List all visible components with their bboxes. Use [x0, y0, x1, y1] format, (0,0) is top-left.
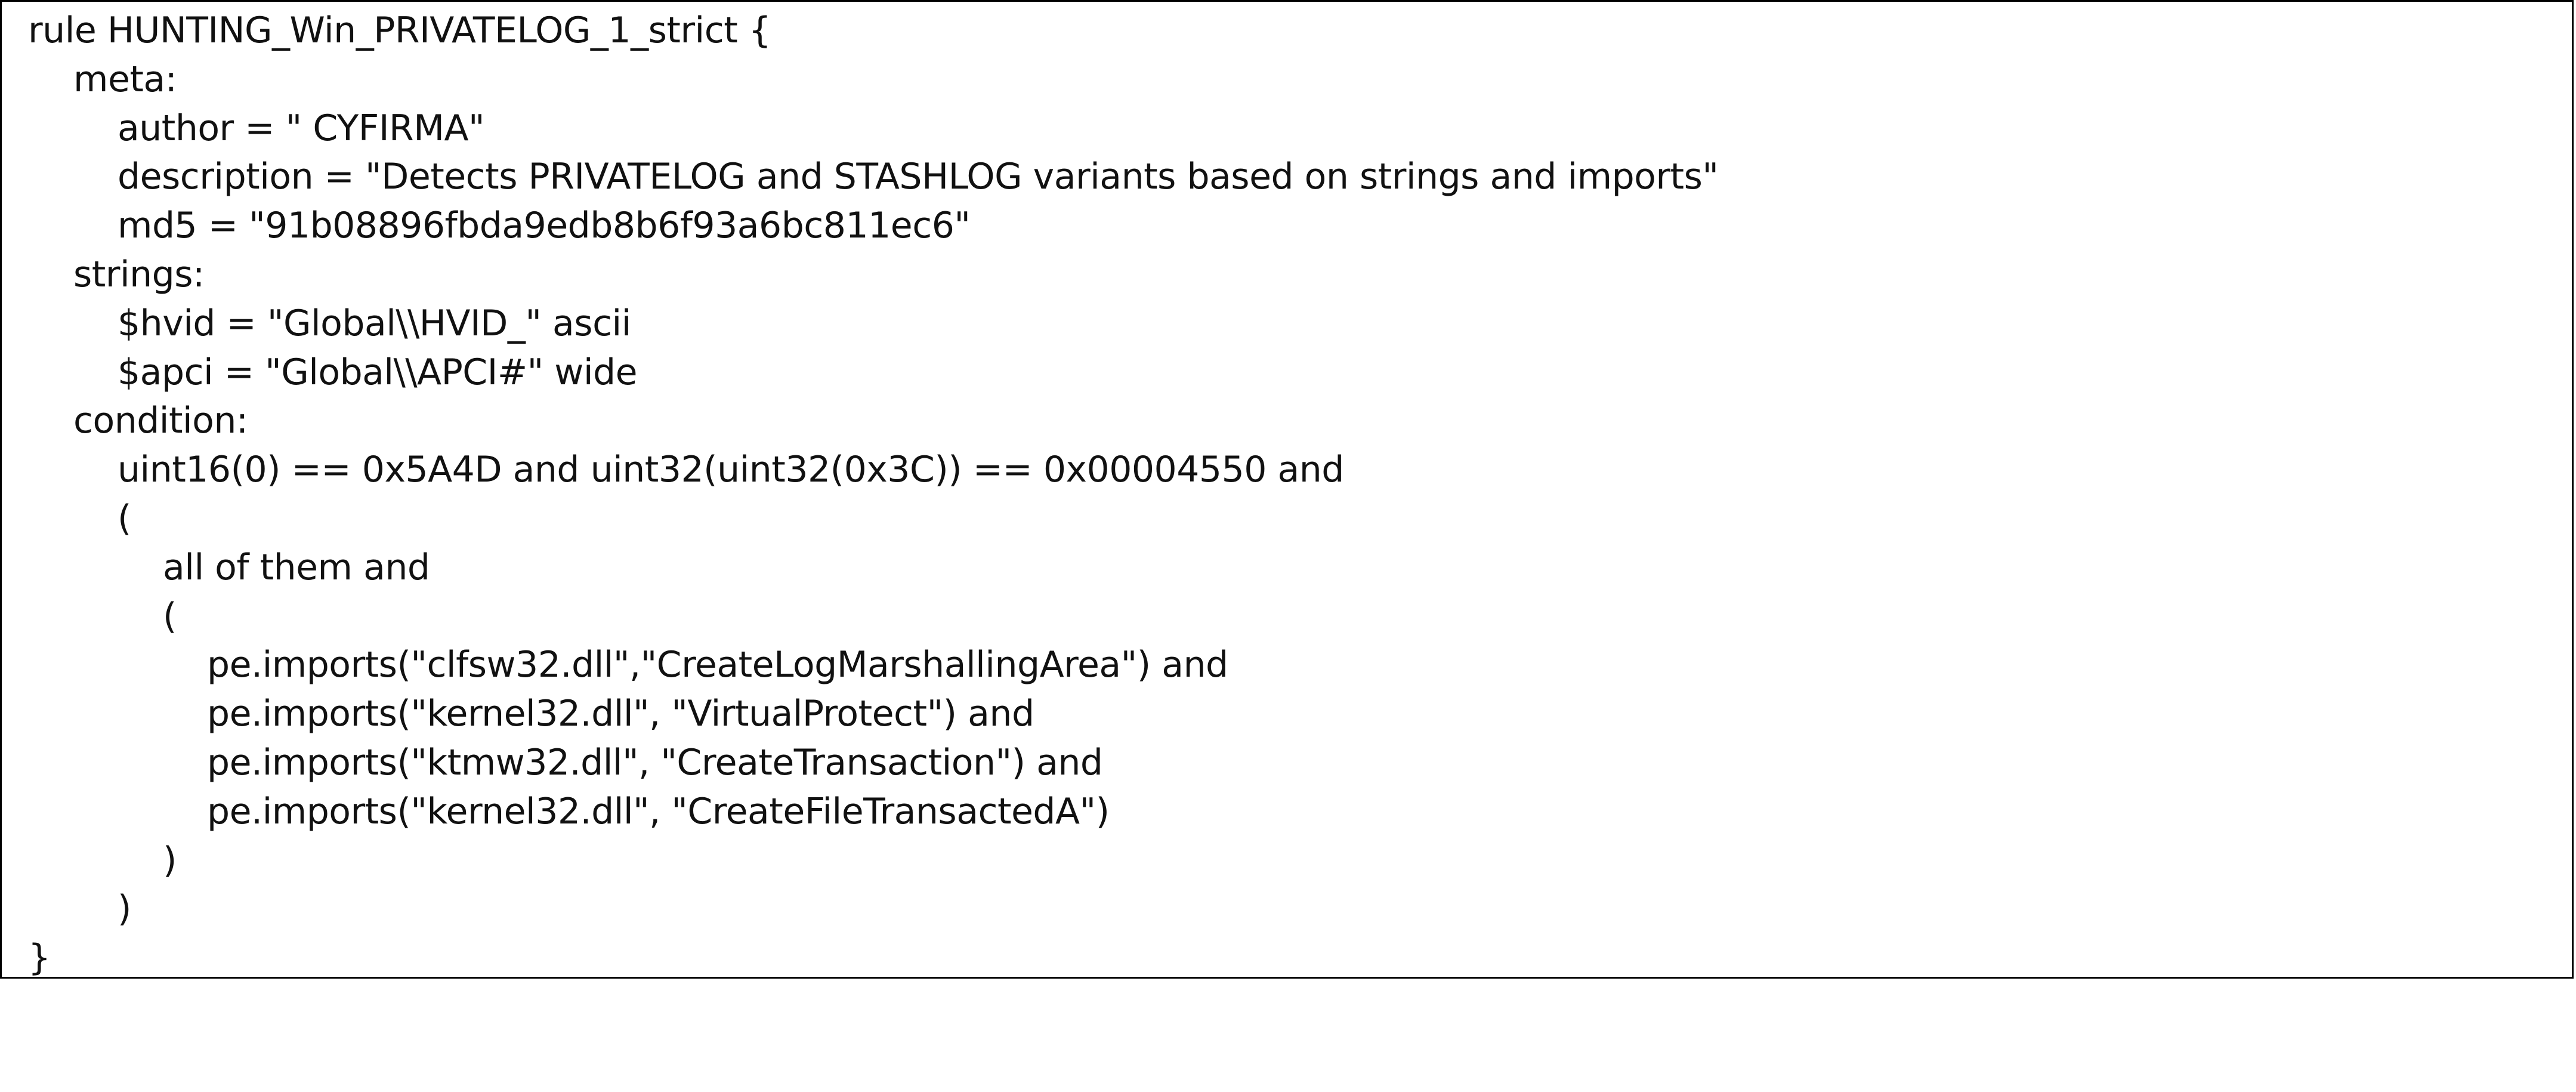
code-line: (: [163, 595, 177, 637]
code-line: }: [28, 937, 51, 979]
code-line: md5 = "91b08896fbda9edb8b6f93a6bc811ec6": [118, 205, 971, 247]
code-line: strings:: [73, 253, 205, 295]
code-line: pe.imports("kernel32.dll", "CreateFileTr…: [207, 790, 1110, 832]
code-line: description = "Detects PRIVATELOG and ST…: [118, 156, 1719, 198]
code-line: pe.imports("ktmw32.dll", "CreateTransact…: [207, 741, 1103, 783]
yara-rule-code-block: rule HUNTING_Win_PRIVATELOG_1_strict { me…: [0, 0, 2574, 979]
code-line: pe.imports("kernel32.dll", "VirtualProte…: [207, 693, 1034, 735]
code-line: author = " CYFIRMA": [118, 107, 485, 149]
code-lines: rule HUNTING_Win_PRIVATELOG_1_strict { me…: [28, 7, 1719, 983]
code-line: all of them and: [163, 546, 430, 588]
code-line: pe.imports("clfsw32.dll","CreateLogMarsh…: [207, 644, 1228, 686]
code-line: $apci = "Global\\APCI#" wide: [118, 351, 638, 393]
code-line: ): [118, 888, 131, 930]
code-line: meta:: [73, 58, 177, 100]
code-line: uint16(0) == 0x5A4D and uint32(uint32(0x…: [118, 449, 1344, 491]
code-line: $hvid = "Global\\HVID_" ascii: [118, 302, 631, 344]
code-line: condition:: [73, 400, 248, 442]
code-line: ): [163, 839, 177, 881]
code-line: rule HUNTING_Win_PRIVATELOG_1_strict {: [28, 10, 771, 51]
code-line: (: [118, 497, 131, 539]
